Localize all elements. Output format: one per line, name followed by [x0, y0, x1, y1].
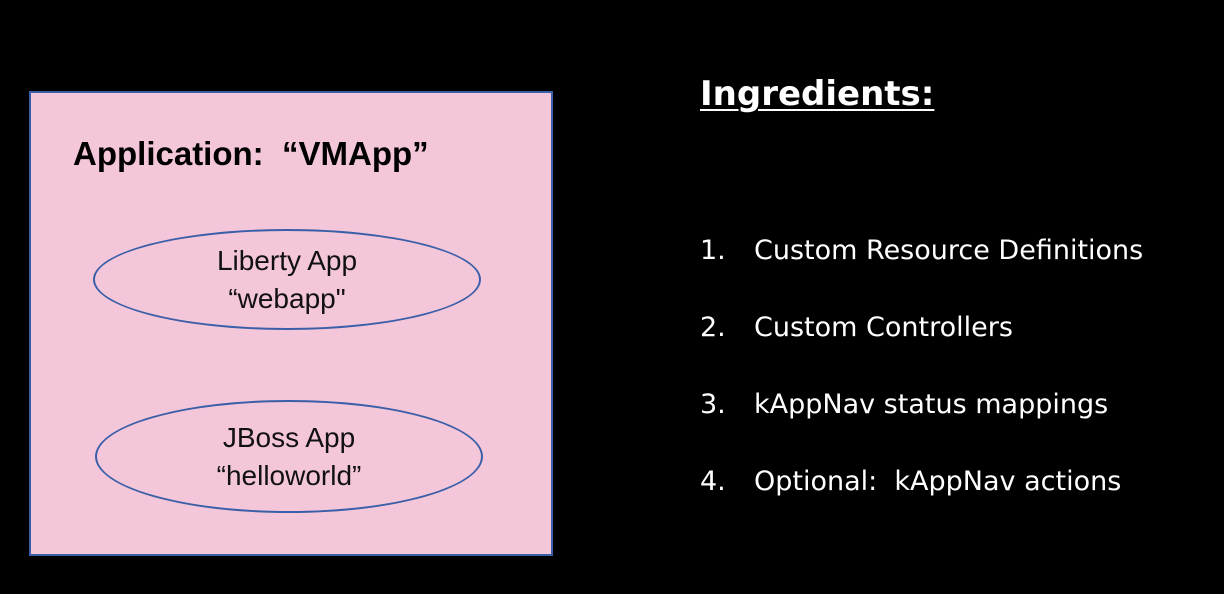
ingredient-text: Custom Controllers	[754, 312, 1013, 343]
component-name-label: “helloworld”	[216, 459, 362, 491]
ingredient-number: 3.	[700, 389, 726, 420]
component-name-label: “webapp"	[228, 282, 346, 314]
ingredient-text: kAppNav status mappings	[754, 389, 1109, 420]
ingredient-text: Optional: kAppNav actions	[754, 466, 1122, 497]
application-box: Application: “VMApp” Liberty App “webapp…	[29, 91, 553, 556]
component-type-label: JBoss App	[222, 421, 356, 453]
ingredients-heading: Ingredients:	[700, 74, 935, 114]
ingredient-number: 2.	[700, 312, 726, 343]
application-title: Application: “VMApp”	[73, 135, 429, 172]
ingredient-number: 1.	[700, 235, 726, 266]
ingredients-list: 1. Custom Resource Definitions 2. Custom…	[700, 230, 1143, 538]
ingredient-text: Custom Resource Definitions	[754, 235, 1144, 266]
component-type-label: Liberty App	[216, 244, 358, 276]
component-ellipse-jboss: JBoss App “helloworld”	[95, 400, 483, 513]
component-ellipse-liberty: Liberty App “webapp"	[93, 229, 481, 330]
ingredient-item: 3. kAppNav status mappings	[700, 384, 1143, 461]
ingredient-number: 4.	[700, 466, 726, 497]
ingredient-item: 2. Custom Controllers	[700, 307, 1143, 384]
ingredient-item: 1. Custom Resource Definitions	[700, 230, 1143, 307]
ingredient-item: 4. Optional: kAppNav actions	[700, 461, 1143, 538]
